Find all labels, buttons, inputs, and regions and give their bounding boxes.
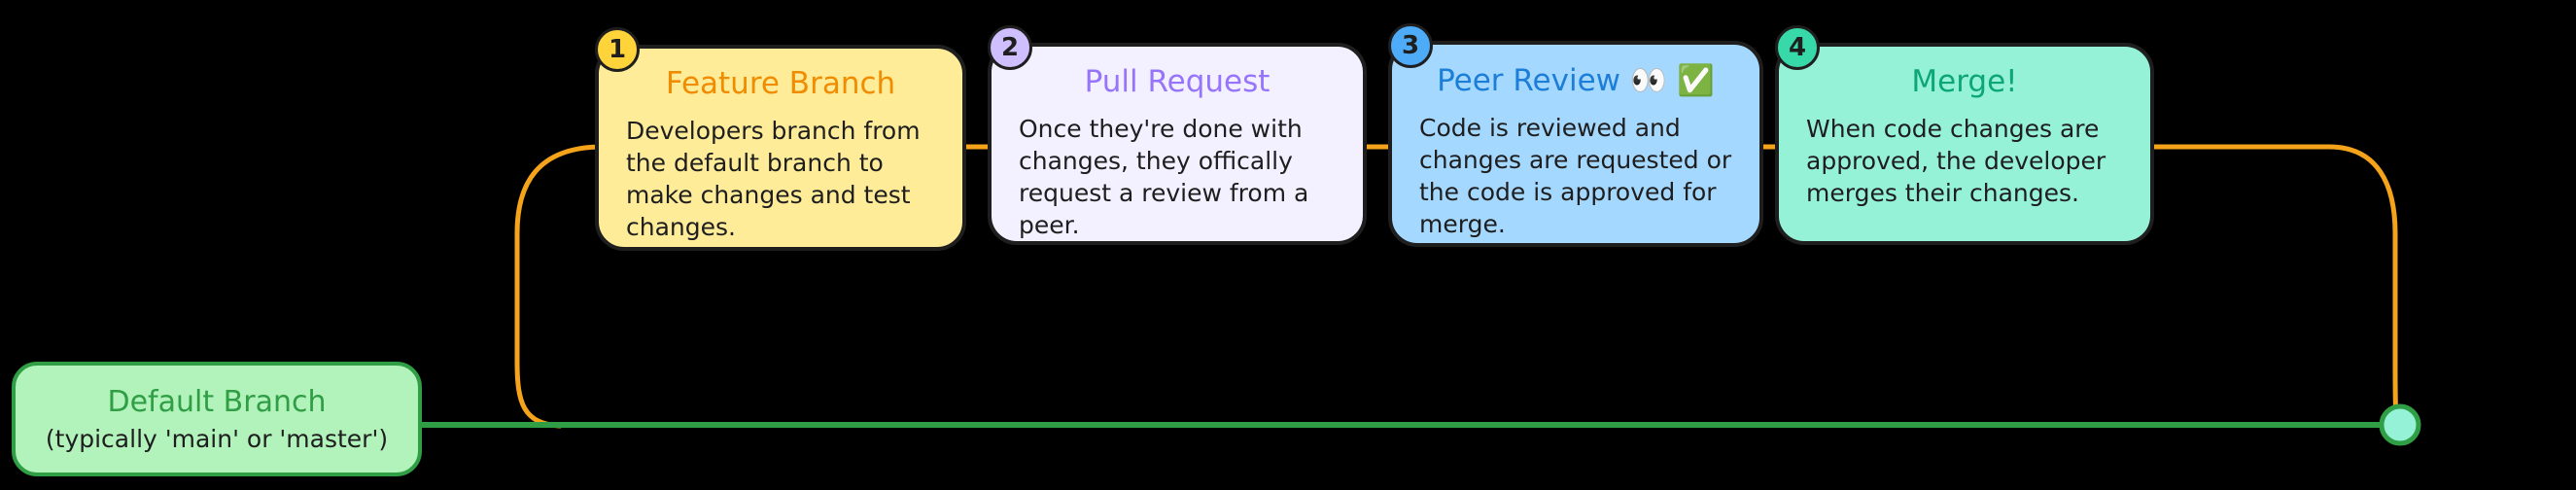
step-card-feature-branch: 1 Feature Branch Developers branch from … [595,27,966,251]
default-branch-title: Default Branch [107,385,327,419]
step-card-peer-review: 3 Peer Review 👀 ✅ Code is reviewed and c… [1388,23,1763,247]
step-card-body: When code changes are approved, the deve… [1806,115,2106,207]
step-number-badge: 4 [1775,25,1820,70]
step-card-merge: 4 Merge! When code changes are approved,… [1775,25,2154,245]
default-branch-subtitle: (typically 'main' or 'master') [45,425,389,453]
step-number-badge: 2 [988,25,1032,70]
step-card-title: Merge! [1911,64,2018,99]
step-card-body: Code is reviewed and changes are request… [1419,114,1732,238]
step-number-badge: 3 [1388,23,1433,68]
step-number-badge: 1 [595,27,640,72]
step-card-title: Feature Branch [665,66,896,101]
step-card-body: Once they're done with changes, they off… [1019,115,1309,239]
default-branch-box: Default Branch (typically 'main' or 'mas… [12,362,422,476]
step-card-title: Pull Request [1084,64,1271,99]
step-card-title: Peer Review 👀 ✅ [1437,63,1715,98]
step-card-pull-request: 2 Pull Request Once they're done with ch… [988,25,1367,245]
step-card-body: Developers branch from the default branc… [626,117,921,241]
merge-commit-node [2379,403,2421,446]
